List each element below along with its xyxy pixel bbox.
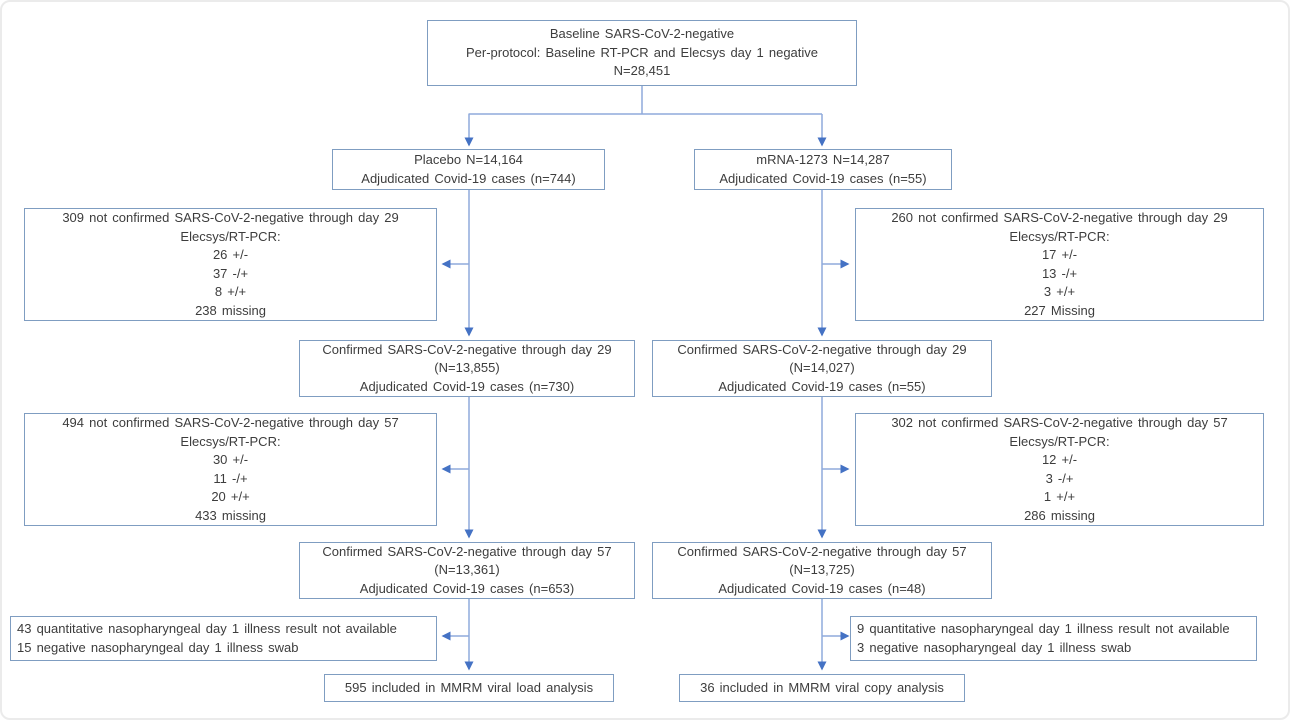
text-line: 3 -/+ bbox=[1045, 470, 1074, 486]
text-line: (N=13,361) bbox=[434, 562, 500, 578]
text-line: (N=13,855) bbox=[434, 360, 500, 376]
text-line: 9 quantitative nasopharyngeal day 1 illn… bbox=[857, 621, 1230, 636]
text-line: Adjudicated Covid-19 cases (n=730) bbox=[359, 378, 575, 394]
text-line: (N=14,027) bbox=[789, 360, 855, 376]
text-line: mRNA-1273 N=14,287 bbox=[756, 152, 890, 167]
text-line: 3 negative nasopharyngeal day 1 illness … bbox=[857, 639, 1132, 655]
placebo-confirmed-day57-box: Confirmed SARS-CoV-2-negative through da… bbox=[299, 542, 635, 599]
text-line: 595 included in MMRM viral load analysis bbox=[344, 679, 594, 695]
text-line: 26 +/- bbox=[212, 247, 249, 262]
text-line: Adjudicated Covid-19 cases (n=55) bbox=[719, 170, 927, 186]
text-line: 433 missing bbox=[195, 507, 266, 523]
text-line: 286 missing bbox=[1024, 507, 1095, 523]
text-line: Adjudicated Covid-19 cases (n=55) bbox=[718, 378, 926, 394]
placebo-excluded-final-box: 43 quantitative nasopharyngeal day 1 ill… bbox=[10, 616, 437, 661]
text-line: Adjudicated Covid-19 cases (n=744) bbox=[361, 170, 576, 186]
text-line: Confirmed SARS-CoV-2-negative through da… bbox=[322, 543, 612, 559]
placebo-analysis-box: 595 included in MMRM viral load analysis bbox=[324, 674, 614, 702]
placebo-arm-box: Placebo N=14,164 Adjudicated Covid-19 ca… bbox=[332, 149, 605, 190]
text-line: 30 +/- bbox=[212, 452, 249, 467]
text-line: 11 -/+ bbox=[213, 470, 248, 486]
text-line: Confirmed SARS-CoV-2-negative through da… bbox=[322, 341, 612, 357]
text-line: (N=13,725) bbox=[789, 562, 855, 578]
text-line: Baseline SARS-CoV-2-negative bbox=[549, 26, 735, 42]
text-line: Adjudicated Covid-19 cases (n=653) bbox=[359, 580, 575, 596]
text-line: 302 not confirmed SARS-CoV-2-negative th… bbox=[891, 415, 1228, 430]
text-line: 15 negative nasopharyngeal day 1 illness… bbox=[17, 639, 299, 655]
placebo-confirmed-day29-box: Confirmed SARS-CoV-2-negative through da… bbox=[299, 340, 635, 397]
baseline-population-box: Baseline SARS-CoV-2-negative Per-protoco… bbox=[427, 20, 857, 86]
text-line: 309 not confirmed SARS-CoV-2-negative th… bbox=[62, 210, 399, 225]
text-line: 17 +/- bbox=[1041, 247, 1078, 262]
text-line: 260 not confirmed SARS-CoV-2-negative th… bbox=[891, 210, 1228, 225]
text-line: Elecsys/RT-PCR: bbox=[1009, 433, 1110, 449]
text-line: 3 +/+ bbox=[1043, 284, 1076, 299]
text-line: 8 +/+ bbox=[214, 284, 247, 299]
text-line: 13 -/+ bbox=[1041, 265, 1078, 281]
mrna-arm-box: mRNA-1273 N=14,287 Adjudicated Covid-19 … bbox=[694, 149, 952, 190]
text-line: 43 quantitative nasopharyngeal day 1 ill… bbox=[17, 621, 397, 636]
text-line: Confirmed SARS-CoV-2-negative through da… bbox=[677, 341, 967, 357]
text-line: 227 Missing bbox=[1024, 302, 1095, 318]
text-line: N=28,451 bbox=[613, 63, 671, 79]
mrna-excluded-day57-box: 302 not confirmed SARS-CoV-2-negative th… bbox=[855, 413, 1264, 526]
text-line: Confirmed SARS-CoV-2-negative through da… bbox=[677, 543, 967, 559]
text-line: Elecsys/RT-PCR: bbox=[180, 228, 281, 244]
text-line: 494 not confirmed SARS-CoV-2-negative th… bbox=[62, 415, 399, 430]
mrna-confirmed-day57-box: Confirmed SARS-CoV-2-negative through da… bbox=[652, 542, 992, 599]
placebo-excluded-day29-box: 309 not confirmed SARS-CoV-2-negative th… bbox=[24, 208, 437, 321]
text-line: Elecsys/RT-PCR: bbox=[180, 433, 281, 449]
text-line: Per-protocol: Baseline RT-PCR and Elecsy… bbox=[465, 44, 819, 60]
text-line: 1 +/+ bbox=[1043, 489, 1076, 504]
text-line: Placebo N=14,164 bbox=[414, 152, 523, 167]
text-line: Elecsys/RT-PCR: bbox=[1009, 228, 1110, 244]
mrna-excluded-day29-box: 260 not confirmed SARS-CoV-2-negative th… bbox=[855, 208, 1264, 321]
text-line: 37 -/+ bbox=[212, 265, 249, 281]
mrna-excluded-final-box: 9 quantitative nasopharyngeal day 1 illn… bbox=[850, 616, 1257, 661]
mrna-confirmed-day29-box: Confirmed SARS-CoV-2-negative through da… bbox=[652, 340, 992, 397]
text-line: Adjudicated Covid-19 cases (n=48) bbox=[718, 580, 926, 596]
placebo-excluded-day57-box: 494 not confirmed SARS-CoV-2-negative th… bbox=[24, 413, 437, 526]
text-line: 36 included in MMRM viral copy analysis bbox=[700, 679, 944, 695]
mrna-analysis-box: 36 included in MMRM viral copy analysis bbox=[679, 674, 965, 702]
text-line: 12 +/- bbox=[1041, 452, 1078, 467]
text-line: 20 +/+ bbox=[211, 489, 250, 504]
text-line: 238 missing bbox=[195, 302, 266, 318]
